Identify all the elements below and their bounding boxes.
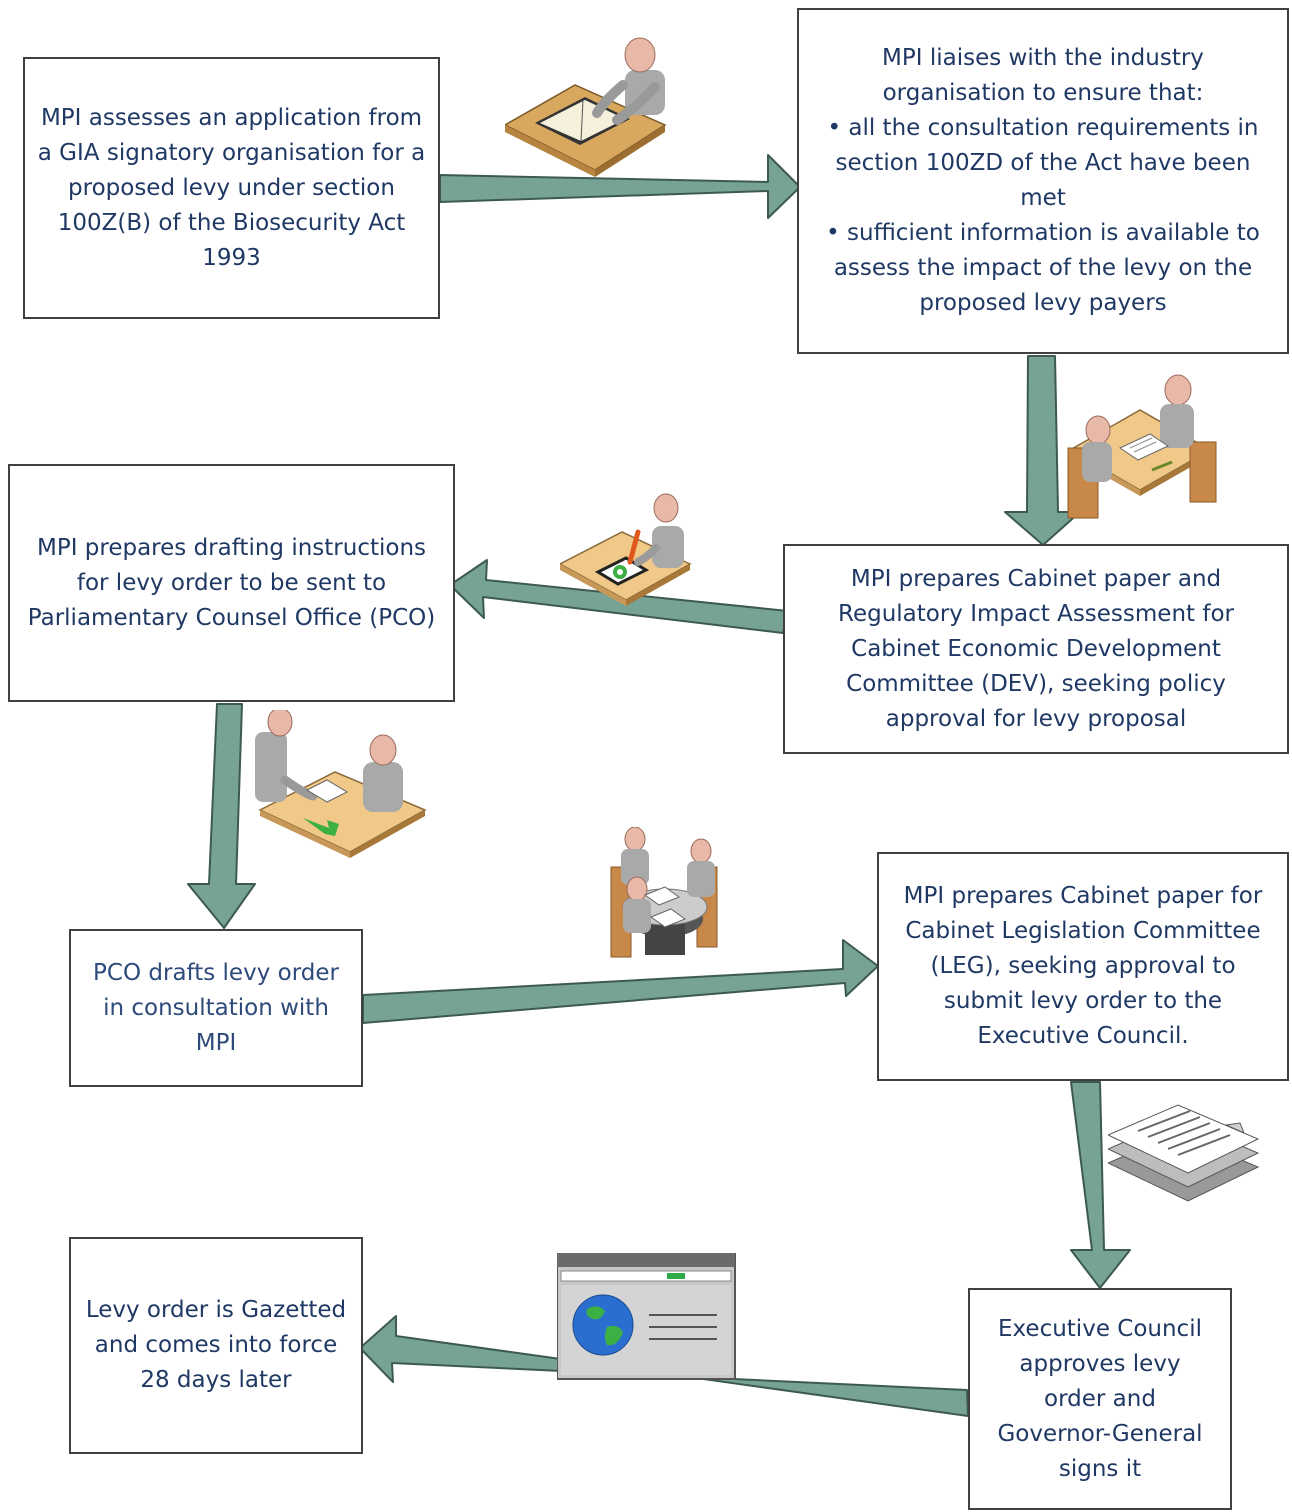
step5-box: PCO drafts levy order in consultation wi…: [69, 929, 363, 1087]
step6-text: MPI prepares Cabinet paper for Cabinet L…: [903, 883, 1263, 1049]
step2-bullet-2: • sufficient information is available to…: [826, 220, 1260, 316]
step4-box: MPI prepares drafting instructions for l…: [8, 464, 455, 702]
arrow-step4-to-step5: [187, 703, 256, 929]
step8-text: Levy order is Gazetted and comes into fo…: [85, 1297, 347, 1393]
step6-box: MPI prepares Cabinet paper for Cabinet L…: [877, 852, 1289, 1081]
step2-bullet-1: • all the consultation requirements in s…: [827, 115, 1259, 211]
step7-box: Executive Council approves levy order an…: [968, 1288, 1232, 1510]
group-meeting-icon: [610, 827, 718, 958]
arrow-step2-to-step3: [1004, 355, 1081, 546]
step1-box: MPI assesses an application from a GIA s…: [23, 57, 440, 319]
web-page-globe-icon: [557, 1253, 736, 1380]
step5-text: PCO drafts levy order in consultation wi…: [93, 959, 339, 1056]
arrow-step1-to-step2: [439, 154, 801, 219]
document-stack-icon: [1108, 1104, 1260, 1202]
step3-text: MPI prepares Cabinet paper and Regulator…: [838, 565, 1234, 732]
handover-document-icon: [255, 710, 427, 858]
person-writing-icon: [560, 493, 692, 606]
arrow-step6-to-step7: [1070, 1081, 1131, 1289]
step8-box: Levy order is Gazetted and comes into fo…: [69, 1237, 363, 1454]
step3-box: MPI prepares Cabinet paper and Regulator…: [783, 544, 1289, 754]
step2-intro: MPI liaises with the industry organisati…: [882, 45, 1204, 106]
step7-text: Executive Council approves levy order an…: [997, 1315, 1203, 1482]
step4-text: MPI prepares drafting instructions for l…: [27, 534, 436, 631]
step1-text: MPI assesses an application from a GIA s…: [37, 104, 426, 271]
two-people-meeting-icon: [1067, 374, 1217, 519]
step2-box: MPI liaises with the industry organisati…: [797, 8, 1289, 354]
arrow-step7-to-step8: [359, 1315, 969, 1417]
person-reading-icon: [505, 37, 667, 177]
arrow-step5-to-step6: [362, 939, 879, 1024]
